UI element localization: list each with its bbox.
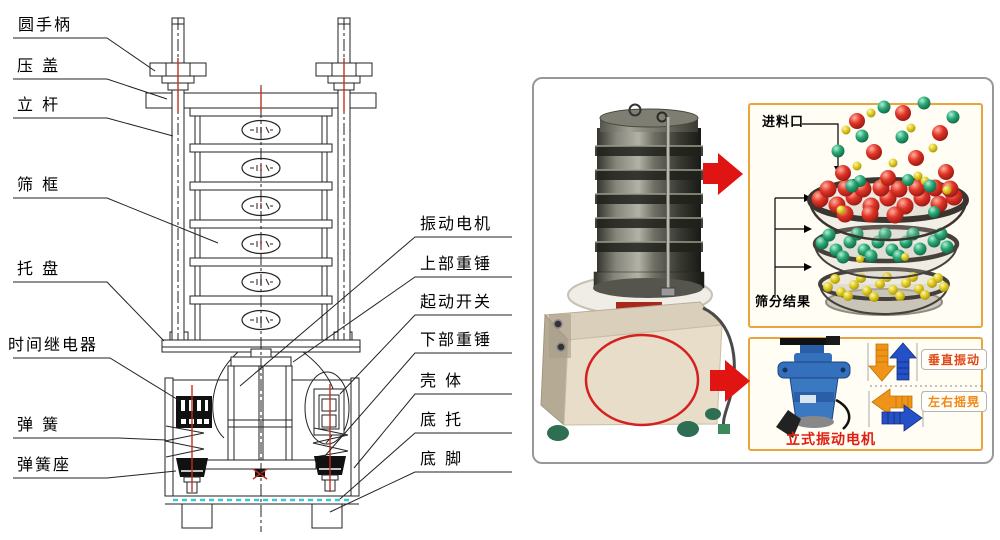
label-tray: 托 盘 (17, 259, 61, 278)
vertical-vibration-badge: 垂直振动 (921, 349, 988, 370)
label-bottom-foot: 底 脚 (420, 449, 464, 468)
label-upper-hammer: 上部重锤 (420, 254, 493, 273)
label-feed-inlet: 进料口 (762, 115, 805, 130)
label-time-relay: 时间继电器 (8, 335, 99, 354)
center-lines (177, 18, 345, 532)
label-vibration-motor: 振动电机 (420, 214, 493, 233)
leader-lines (13, 37, 512, 513)
label-housing: 壳 体 (420, 371, 464, 390)
start-switch-part (304, 371, 350, 445)
motor-section (203, 348, 317, 480)
cover-plate (145, 92, 377, 109)
label-sieve-frame: 筛 框 (17, 175, 61, 194)
spring-seats-and-hammer (176, 456, 346, 494)
label-vertical-rod: 立 杆 (17, 95, 61, 114)
label-vertical-motor: 立式振动电机 (786, 432, 876, 448)
time-relay-part (176, 396, 212, 428)
label-spring-seat: 弹簧座 (17, 455, 72, 474)
label-bottom-support: 底 托 (420, 410, 464, 429)
label-press-cover: 压 盖 (17, 56, 61, 75)
springs (164, 425, 349, 458)
vertical-rods (171, 17, 351, 341)
round-handle-assembly (149, 62, 373, 91)
label-spring: 弹 簧 (17, 415, 61, 434)
sieve-stack (189, 107, 333, 341)
mesh-mark-icons (241, 119, 281, 331)
label-round-handle: 圆手柄 (18, 15, 73, 34)
tray (161, 331, 361, 353)
label-start-switch: 起动开关 (420, 292, 493, 311)
label-lower-hammer: 下部重锤 (420, 330, 493, 349)
horizontal-sway-badge: 左右摇晃 (921, 391, 988, 412)
housing (164, 351, 360, 505)
label-sieving-result: 筛分结果 (755, 295, 812, 310)
bottom-feet (181, 503, 343, 529)
